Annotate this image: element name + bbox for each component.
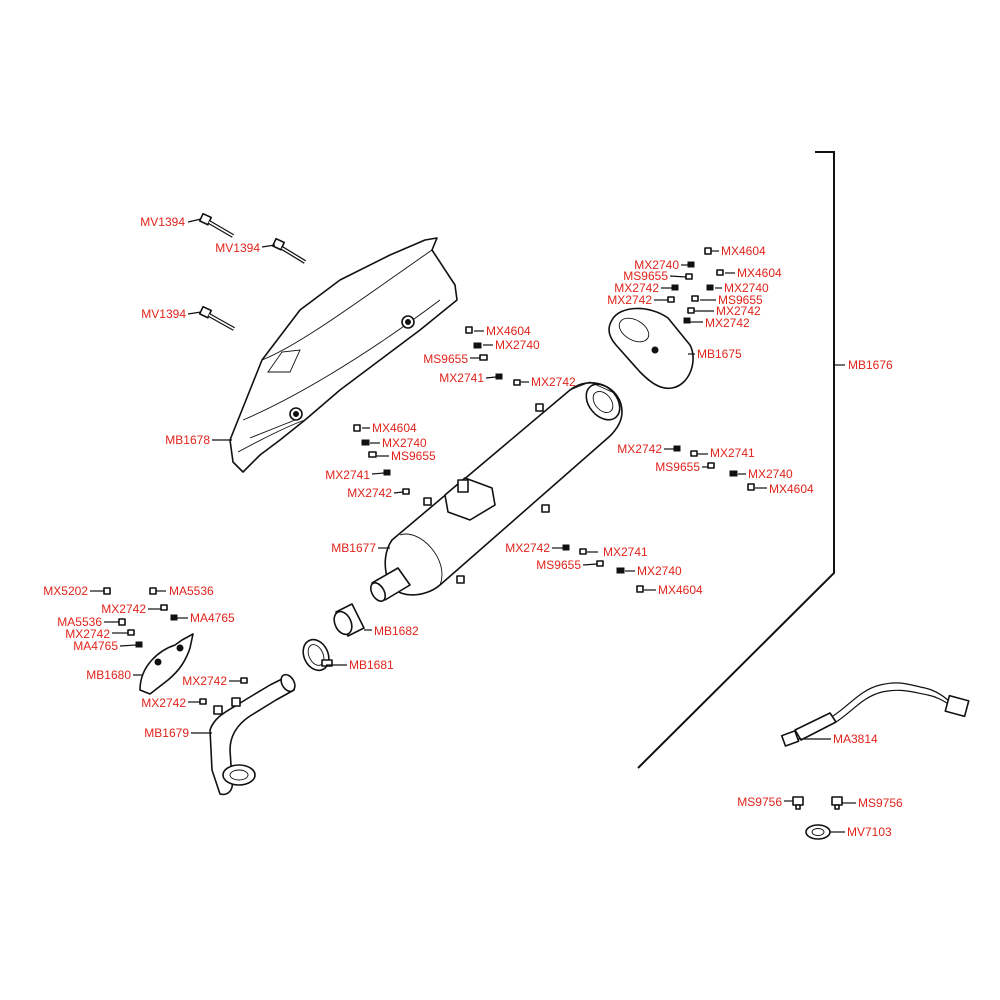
label-mx2741-b: MX2741: [325, 468, 370, 482]
label-mx2742-k: MX2742: [182, 674, 227, 688]
label-mx2742-a: MX2742: [531, 375, 576, 389]
leader-lines: [90, 218, 856, 833]
label-ms9655-f: MS9655: [536, 558, 581, 572]
label-mv7103: MV7103: [847, 825, 892, 839]
label-mx4604-b: MX4604: [372, 421, 417, 435]
label-mx2740-e: MX2740: [748, 467, 793, 481]
label-ma4765-b: MA4765: [73, 639, 118, 653]
label-ma4765-a: MA4765: [190, 611, 235, 625]
label-mb1679: MB1679: [144, 726, 189, 740]
label-ms9655-c: MS9655: [623, 269, 668, 283]
label-mb1676: MB1676: [848, 358, 893, 372]
exhaust-pipe[interactable]: [209, 672, 298, 796]
label-mx2742-l: MX2742: [141, 696, 186, 710]
label-mx2742-f: MX2742: [705, 316, 750, 330]
label-mx2742-h: MX2742: [505, 541, 550, 555]
label-mx2742-e: MX2742: [716, 304, 761, 318]
label-mx4604-e: MX4604: [769, 482, 814, 496]
label-mx4604-c: MX4604: [721, 244, 766, 258]
bolt-mv1394-a[interactable]: [198, 212, 235, 238]
sealing-washer[interactable]: [805, 824, 831, 840]
label-mv1394-a: MV1394: [140, 215, 185, 229]
bolt-mv1394-b[interactable]: [271, 237, 307, 264]
label-ms9655-d: MS9655: [718, 293, 763, 307]
label-mx4604-d: MX4604: [737, 266, 782, 280]
label-mv1394-b: MV1394: [215, 241, 260, 255]
group-bracket: [637, 151, 845, 769]
label-mx2742-j: MX2742: [65, 627, 110, 641]
label-mx5202: MX5202: [43, 584, 88, 598]
label-mx4604-f: MX4604: [658, 583, 703, 597]
label-ma3814: MA3814: [833, 732, 878, 746]
label-mx4604-a: MX4604: [486, 324, 531, 338]
pipe-heat-guard[interactable]: [139, 633, 194, 695]
label-ms9655-e: MS9655: [655, 460, 700, 474]
label-mb1678: MB1678: [165, 433, 210, 447]
label-mb1682: MB1682: [374, 624, 419, 638]
label-ms9756-a: MS9756: [737, 795, 782, 809]
label-mb1680: MB1680: [86, 668, 131, 682]
label-mx2741-c: MX2741: [710, 446, 755, 460]
label-mx2740-d: MX2740: [724, 281, 769, 295]
label-mx2741-a: MX2741: [439, 371, 484, 385]
label-mx2742-i: MX2742: [101, 602, 146, 616]
muffler[interactable]: [368, 378, 627, 604]
label-mx2742-c: MX2742: [614, 281, 659, 295]
heat-shield[interactable]: [229, 237, 458, 473]
label-mx2740-c: MX2740: [634, 258, 679, 272]
pipe-clamp[interactable]: [298, 635, 333, 674]
label-mx2741-d: MX2741: [603, 545, 648, 559]
label-ma5536-b: MA5536: [57, 615, 102, 629]
label-mb1677: MB1677: [331, 541, 376, 555]
label-mx2742-b: MX2742: [347, 486, 392, 500]
label-mx2740-a: MX2740: [495, 338, 540, 352]
label-ms9655-b: MS9655: [391, 449, 436, 463]
label-mv1394-c: MV1394: [141, 307, 186, 321]
callout-labels: MV1394 MV1394 MV1394 MB1678 MX4604 MX274…: [43, 215, 903, 839]
label-ma5536-a: MA5536: [169, 584, 214, 598]
label-mb1681: MB1681: [349, 658, 394, 672]
label-mx2740-f: MX2740: [637, 564, 682, 578]
oxygen-sensor[interactable]: [780, 682, 970, 747]
bolt-mv1394-c[interactable]: [198, 305, 235, 331]
sensor-plug-b[interactable]: [831, 796, 843, 810]
label-mx2742-g: MX2742: [617, 442, 662, 456]
label-mb1675: MB1675: [697, 347, 742, 361]
sensor-plug-a[interactable]: [792, 796, 804, 810]
label-ms9655-a: MS9655: [423, 352, 468, 366]
gasket-sleeve[interactable]: [331, 603, 365, 637]
label-mx2742-d: MX2742: [607, 293, 652, 307]
label-ms9756-b: MS9756: [858, 796, 903, 810]
label-mx2740-b: MX2740: [382, 436, 427, 450]
end-cap[interactable]: [608, 307, 694, 390]
